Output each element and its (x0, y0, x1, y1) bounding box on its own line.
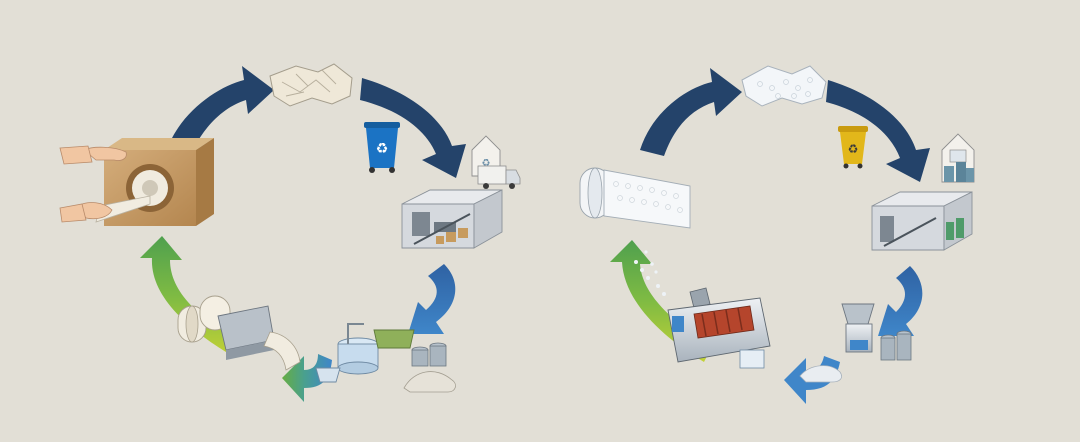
sorting-facility-icon (401, 189, 503, 249)
cycle-arrow-bottom (282, 354, 332, 402)
used-bubble-wrap-icon (741, 65, 827, 107)
pulping-vats-icon (315, 323, 456, 393)
shredder-icon (799, 303, 912, 383)
cycle-arrow-top-left (170, 66, 274, 148)
sorting-facility-icon-2 (871, 191, 973, 251)
plastic-recycling-cycle: ♻ (579, 65, 975, 404)
yellow-recycling-bin-icon: ♻ (838, 126, 868, 169)
recycling-truck-icon: ♻ (471, 135, 521, 189)
cycle-arrow-right (408, 264, 456, 334)
plastic-extruder-icon (634, 250, 771, 369)
svg-text:♻: ♻ (848, 142, 859, 156)
bubble-wrap-roll-icon (579, 167, 691, 229)
cycle-arrow-top-right-2 (826, 80, 930, 182)
crumpled-paper-icon (269, 63, 353, 107)
cycle-arrow-top-left-2 (640, 68, 742, 156)
cycle-arrow-top-right (360, 78, 466, 178)
svg-text:♻: ♻ (482, 158, 491, 169)
collection-depot-icon (941, 133, 975, 183)
svg-text:♻: ♻ (376, 141, 389, 157)
cycle-arrow-right-2 (878, 266, 923, 336)
paper-recycling-cycle: ♻ ♻ (59, 63, 521, 402)
paper-machine-roll-icon (177, 295, 301, 371)
packing-paper-dispenser-icon (59, 138, 214, 226)
blue-recycling-bin-icon: ♻ (364, 122, 400, 173)
